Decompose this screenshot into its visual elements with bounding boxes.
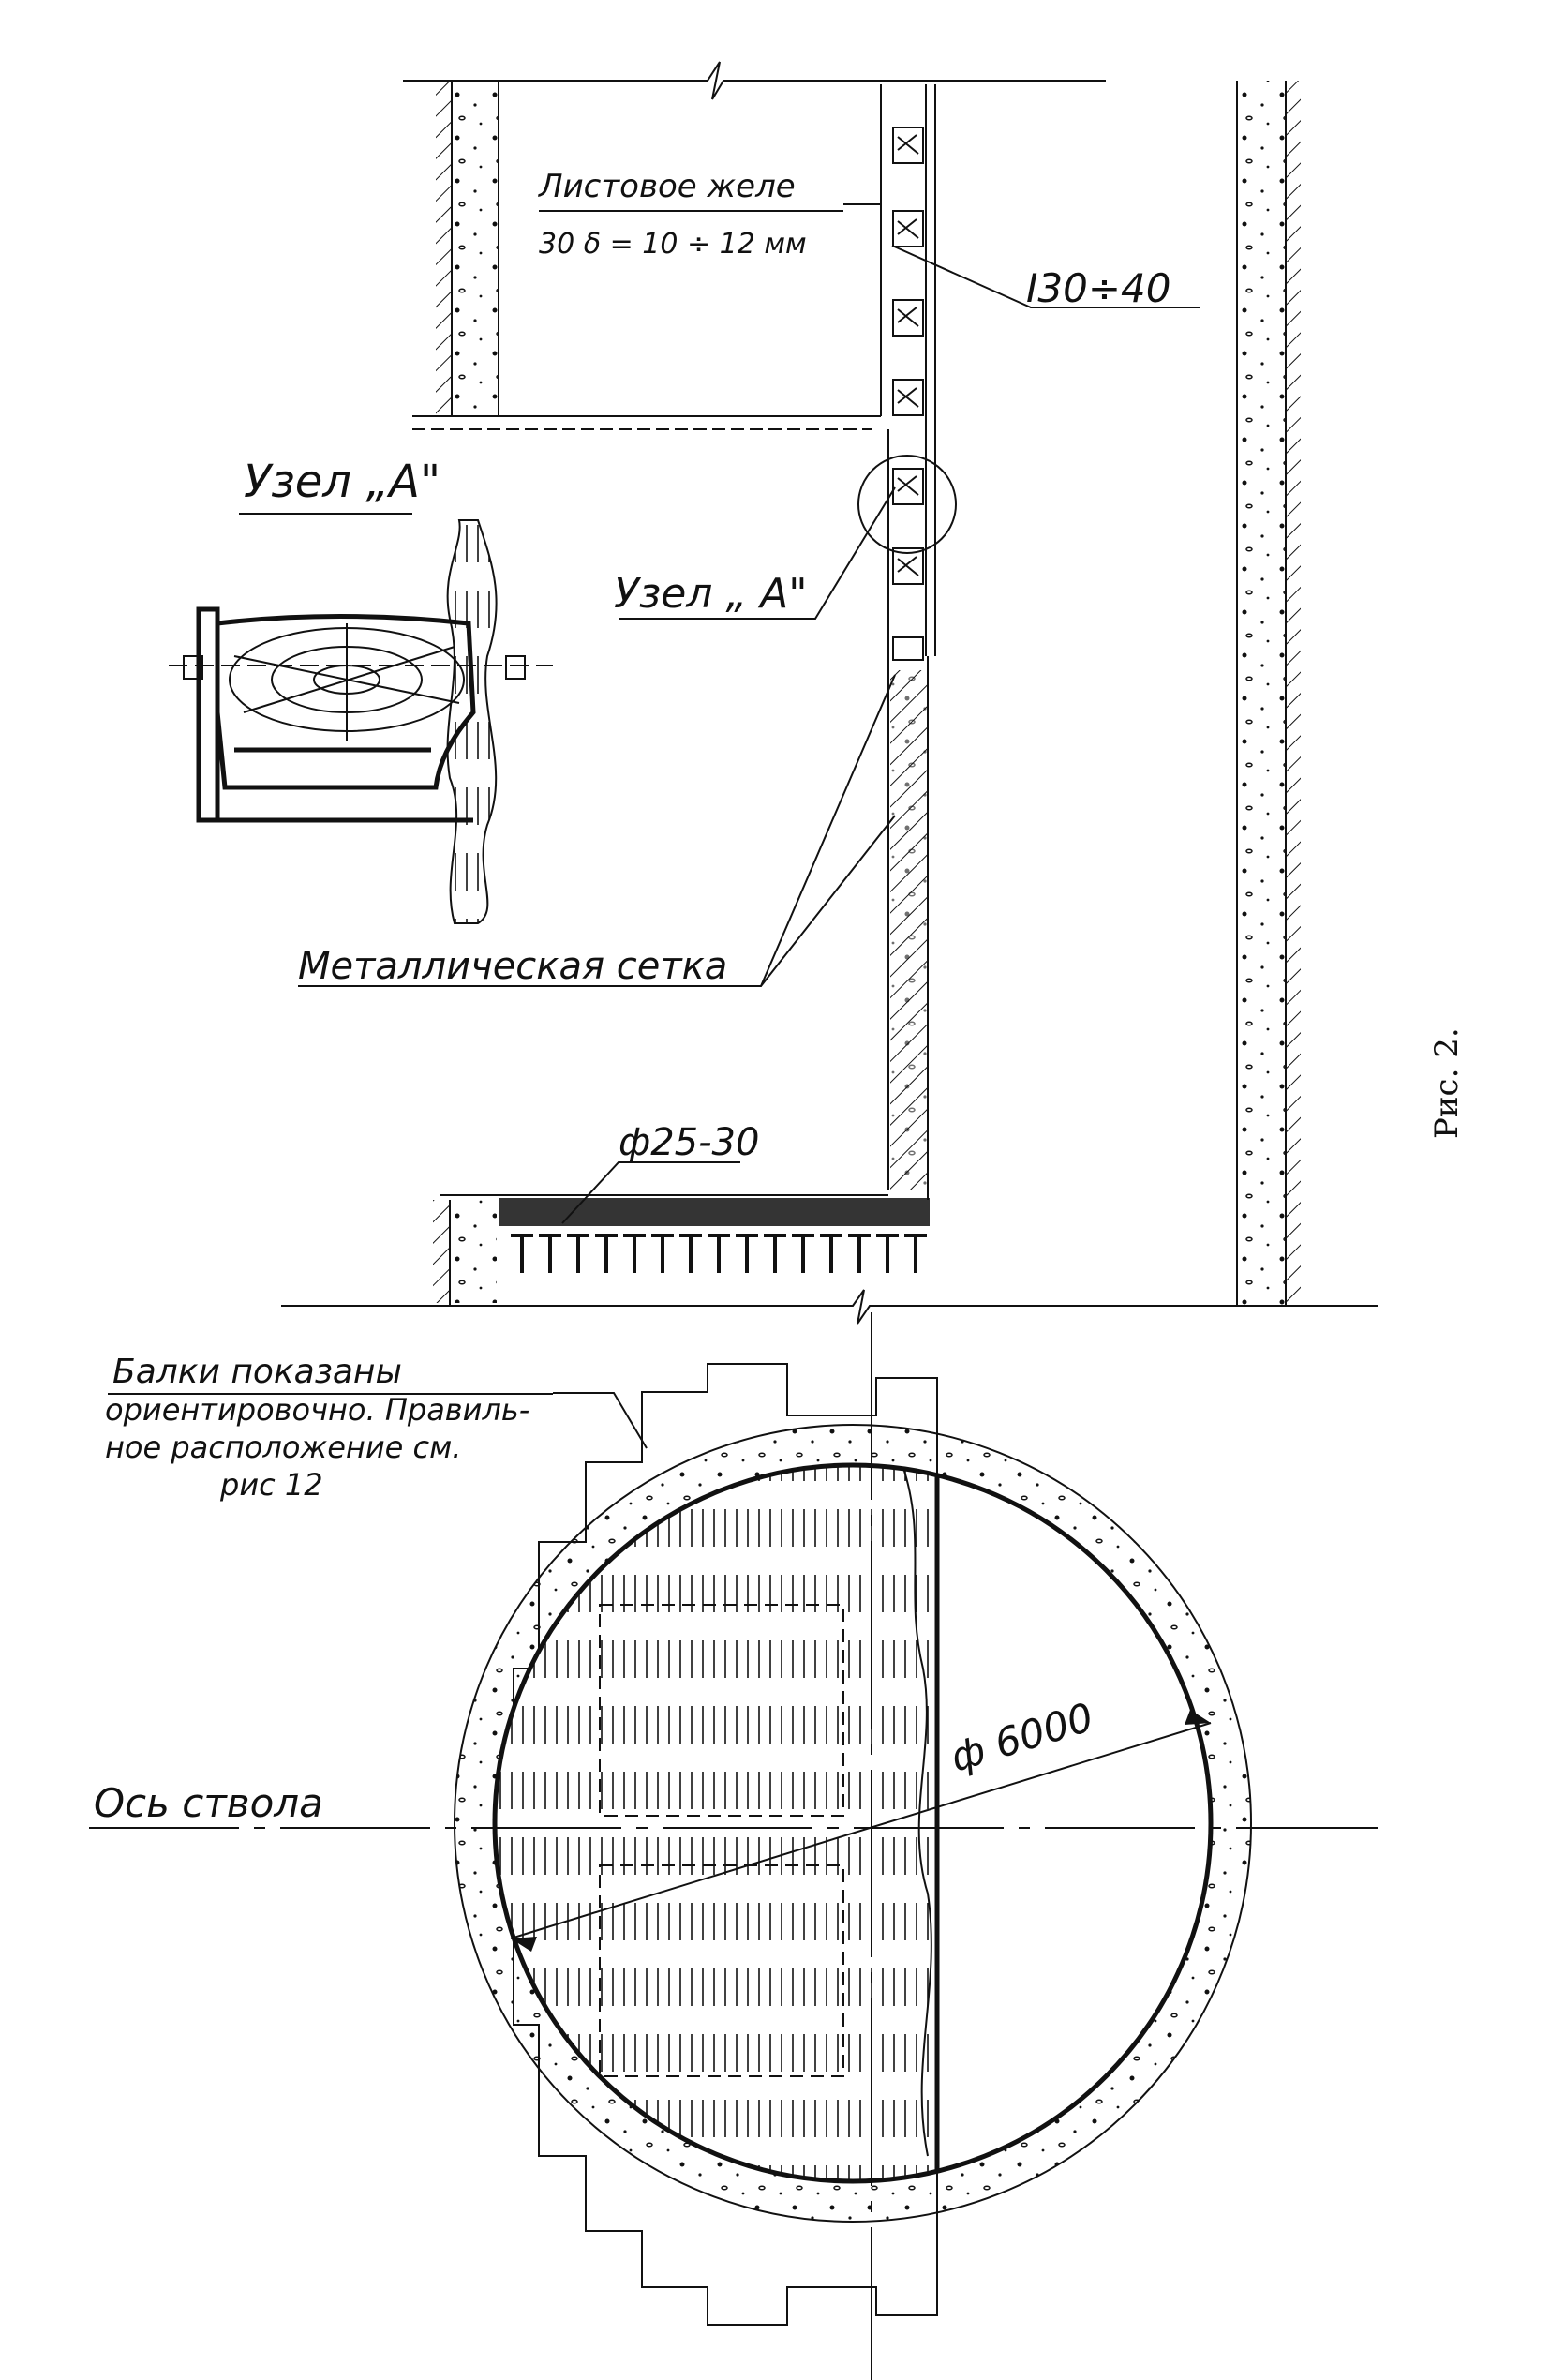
left-upper-wall — [412, 81, 881, 430]
ibeam-column — [857, 84, 957, 661]
node-a-marker-circle — [857, 455, 957, 554]
shaft-section-view — [281, 61, 1378, 1325]
node-a-title: Узел „А" — [244, 456, 440, 508]
shaft-plan-view — [89, 1312, 1378, 2380]
rod-label: ф25-30 — [619, 1121, 759, 1164]
node-a-pointer-label: Узел „ А" — [614, 570, 808, 618]
bottom-slab — [433, 1194, 930, 1306]
shaft-axis-label: Ось ствола — [94, 1780, 323, 1826]
figure-label: Рис. 2. — [1428, 1027, 1466, 1139]
ibeam-label: I30÷40 — [1026, 265, 1170, 311]
mesh-label: Металлическая сетка — [298, 945, 727, 988]
beams-note-line-2: ориентировочно. Правиль- — [105, 1392, 529, 1428]
sheet-iron-label-1: Листовое желе — [537, 168, 796, 205]
node-a-detail — [169, 519, 553, 924]
timber-beams — [513, 1363, 938, 2326]
ibeam-stack — [892, 127, 924, 661]
sheet-iron-label-2: 30 δ = 10 ÷ 12 мм — [539, 228, 807, 261]
left-lower-lining — [887, 429, 929, 1200]
right-shaft-wall — [1236, 81, 1301, 1306]
beams-note-line-3: ное расположение см. — [105, 1429, 461, 1465]
beams-note-line-1: Балки показаны — [112, 1353, 402, 1391]
beam-row — [511, 1234, 927, 1273]
beams-note-line-4: рис 12 — [219, 1467, 323, 1503]
